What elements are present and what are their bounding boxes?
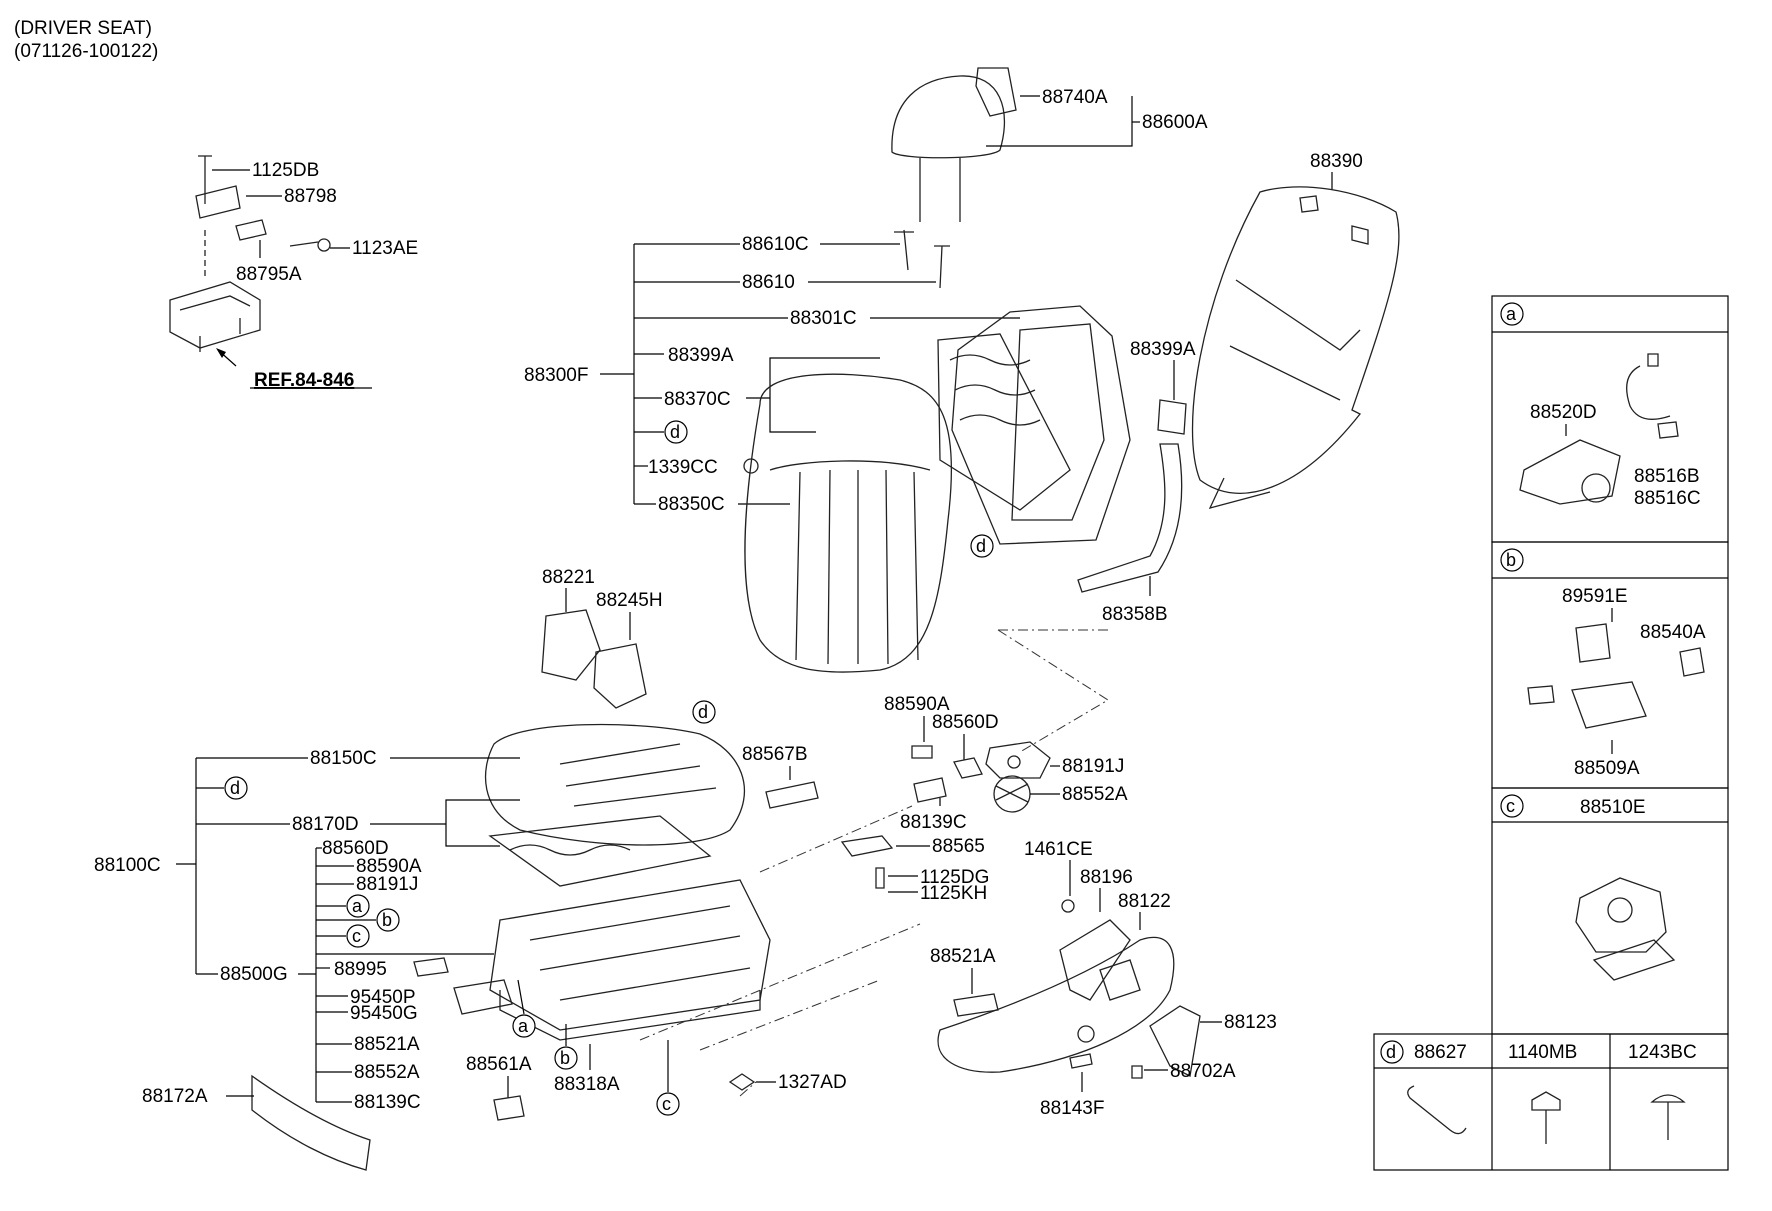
- label-1123AE: 1123AE: [352, 238, 418, 259]
- label-88600A: 88600A: [1142, 112, 1208, 133]
- headrest: [891, 67, 1017, 289]
- label-88301C: 88301C: [790, 308, 857, 329]
- label-88358B: 88358B: [1102, 604, 1168, 625]
- panel-b-marker: b: [1506, 550, 1516, 570]
- label-88170D: 88170D: [292, 814, 359, 835]
- duct-part: [1077, 399, 1187, 593]
- marker-a-tree: a: [352, 896, 363, 916]
- label-88191J-right: 88191J: [1062, 756, 1124, 777]
- spring-clip-icon: [1407, 1085, 1467, 1135]
- bolt-icon: [1531, 1091, 1561, 1144]
- label-1125KH: 1125KH: [920, 883, 987, 904]
- marker-d-88100C: d: [230, 778, 240, 798]
- label-88370C: 88370C: [664, 389, 731, 410]
- label-1125DB: 1125DB: [252, 160, 319, 181]
- marker-d-back: d: [976, 536, 986, 556]
- label-88300F: 88300F: [524, 365, 588, 386]
- label-88350C: 88350C: [658, 494, 725, 515]
- label-1339CC: 1339CC: [648, 457, 718, 478]
- label-88191J-left: 88191J: [356, 874, 418, 895]
- label-1327AD: 1327AD: [778, 1072, 847, 1093]
- marker-a-frame: a: [518, 1016, 529, 1036]
- panel-a-part-1: 88520D: [1530, 402, 1597, 423]
- seat-back: [744, 305, 1131, 673]
- label-88139C-right: 88139C: [900, 812, 967, 833]
- label-88318A: 88318A: [554, 1074, 620, 1095]
- panel-d-col-1: 88627: [1414, 1042, 1467, 1063]
- panel-c-part-1: 88510E: [1580, 797, 1646, 818]
- marker-c-frame: c: [662, 1094, 671, 1114]
- label-88590A-right: 88590A: [884, 694, 950, 715]
- panel-d: d 88627 1140MB 1243BC: [1373, 1033, 1729, 1171]
- label-88560D-left: 88560D: [322, 838, 389, 859]
- seat-cushion: [484, 723, 771, 1041]
- label-88150C: 88150C: [310, 748, 377, 769]
- panel-d-col-3: 1243BC: [1628, 1042, 1697, 1063]
- label-1125DG: 1125DG: [920, 867, 989, 888]
- diagram-title: (DRIVER SEAT): [14, 18, 152, 39]
- side-trim: [937, 919, 1175, 1073]
- label-88399A-left: 88399A: [668, 345, 734, 366]
- label-88565: 88565: [932, 836, 985, 857]
- label-88561A: 88561A: [466, 1054, 532, 1075]
- panel-d-col-2: 1140MB: [1508, 1042, 1577, 1063]
- panel-a-marker: a: [1506, 304, 1517, 324]
- panel-b-part-2: 88540A: [1640, 622, 1706, 643]
- label-88172A: 88172A: [142, 1086, 208, 1107]
- label-88702A: 88702A: [1170, 1061, 1236, 1082]
- marker-b-frame: b: [560, 1048, 570, 1068]
- panel-a-part-2: 88516B: [1634, 466, 1700, 487]
- label-88995: 88995: [334, 959, 387, 980]
- marker-c-tree: c: [352, 926, 361, 946]
- seat-back-cover: [1191, 186, 1400, 509]
- label-95450G: 95450G: [350, 1003, 418, 1024]
- label-88100C: 88100C: [94, 855, 161, 876]
- label-88221: 88221: [542, 567, 595, 588]
- side-shields-small: [541, 609, 647, 709]
- label-88521A-left: 88521A: [354, 1034, 420, 1055]
- label-88196: 88196: [1080, 867, 1133, 888]
- marker-d-circle: [664, 420, 688, 444]
- label-88123: 88123: [1224, 1012, 1277, 1033]
- label-88610: 88610: [742, 272, 795, 293]
- label-88521A-right: 88521A: [930, 946, 996, 967]
- label-88552A-left: 88552A: [354, 1062, 420, 1083]
- label-88590A-left: 88590A: [356, 856, 422, 877]
- screw-icon: [1650, 1094, 1686, 1140]
- label-88245H: 88245H: [596, 590, 663, 611]
- panel-b-part-1: 89591E: [1562, 586, 1628, 607]
- panel-a-part-3: 88516C: [1634, 488, 1701, 509]
- label-88399A-right: 88399A: [1130, 339, 1196, 360]
- label-95450P: 95450P: [350, 987, 416, 1008]
- diagram-date-range: (071126-100122): [14, 41, 158, 62]
- label-88122: 88122: [1118, 891, 1171, 912]
- label-88795A: 88795A: [236, 264, 302, 285]
- label-88560D-right: 88560D: [932, 712, 999, 733]
- marker-d-tree: d: [670, 422, 680, 442]
- label-1461CE: 1461CE: [1024, 839, 1093, 860]
- label-88139C-left: 88139C: [354, 1092, 421, 1113]
- label-88143F: 88143F: [1040, 1098, 1104, 1119]
- marker-b-tree: b: [382, 910, 392, 930]
- label-88552A-right: 88552A: [1062, 784, 1128, 805]
- label-88798: 88798: [284, 186, 337, 207]
- label-88740A: 88740A: [1042, 87, 1108, 108]
- panel-d-marker: d: [1386, 1042, 1396, 1062]
- panel-c-marker: c: [1506, 796, 1515, 816]
- bracket-assembly: [169, 155, 331, 367]
- label-88610C: 88610C: [742, 234, 809, 255]
- trim-strip: [251, 1074, 371, 1171]
- marker-d-cushion: d: [698, 702, 708, 722]
- panel-b: b 89591E 88540A 88509A: [1491, 541, 1729, 789]
- ref-label[interactable]: REF.84-846: [254, 370, 354, 391]
- panel-a: a 88520D 88516B 88516C: [1491, 295, 1729, 543]
- label-88500G: 88500G: [220, 964, 288, 985]
- label-88567B: 88567B: [742, 744, 808, 765]
- label-88390: 88390: [1310, 151, 1363, 172]
- panel-c: c 88510E: [1491, 787, 1729, 1035]
- panel-b-part-3: 88509A: [1574, 758, 1640, 779]
